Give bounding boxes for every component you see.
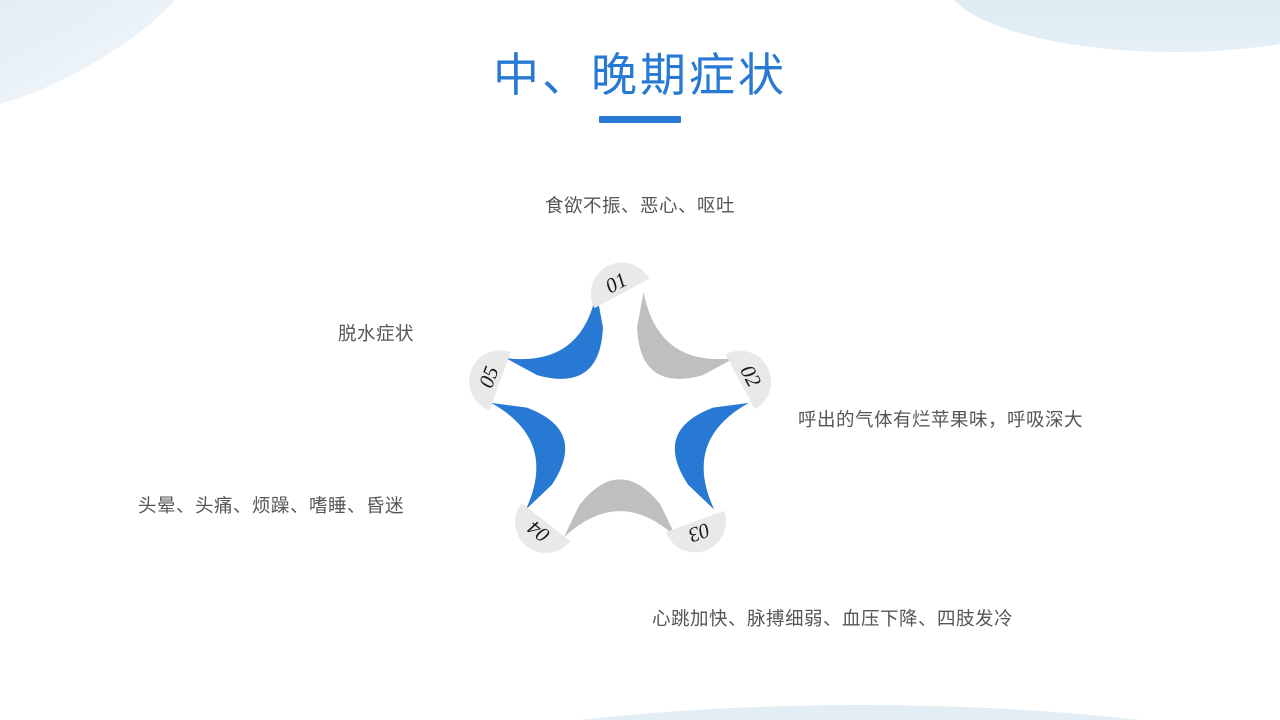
page-title: 中、晚期症状 xyxy=(493,50,787,101)
node-badge-shape xyxy=(515,502,571,554)
arc-05-01 xyxy=(505,292,603,379)
arc-02-03 xyxy=(674,402,749,510)
node-badge-03[interactable]: 03 xyxy=(665,510,735,561)
node-label-05: 脱水症状 xyxy=(338,325,415,345)
node-badge-02[interactable]: 02 xyxy=(725,340,782,410)
pentagon-arc-diagram: 01 02 03 04 05 xyxy=(410,235,830,605)
node-badge-04[interactable]: 04 xyxy=(503,502,571,566)
node-badge-01[interactable]: 01 xyxy=(580,252,650,309)
arc-01-02 xyxy=(637,292,735,379)
node-label-01: 食欲不振、恶心、呕吐 xyxy=(544,197,735,217)
title-underline xyxy=(599,116,681,123)
node-badge-shape xyxy=(469,350,511,411)
node-badge-shape xyxy=(590,262,650,309)
arc-group xyxy=(491,292,749,538)
node-label-04: 头晕、头痛、烦躁、嗜睡、昏迷 xyxy=(138,497,405,517)
arc-03-04 xyxy=(563,479,677,538)
node-group: 01 02 03 04 05 xyxy=(460,252,782,566)
arc-04-05 xyxy=(491,402,566,510)
node-label-02: 呼出的气体有烂苹果味，呼吸深大 xyxy=(798,411,1084,431)
node-badge-shape xyxy=(725,350,772,410)
node-badge-shape xyxy=(665,510,727,553)
node-label-03: 心跳加快、脉搏细弱、血压下降、四肢发冷 xyxy=(652,610,1014,630)
node-badge-05[interactable]: 05 xyxy=(460,341,511,411)
title-block: 中、晚期症状 xyxy=(0,48,1280,123)
diagram-svg: 01 02 03 04 05 xyxy=(460,252,782,566)
